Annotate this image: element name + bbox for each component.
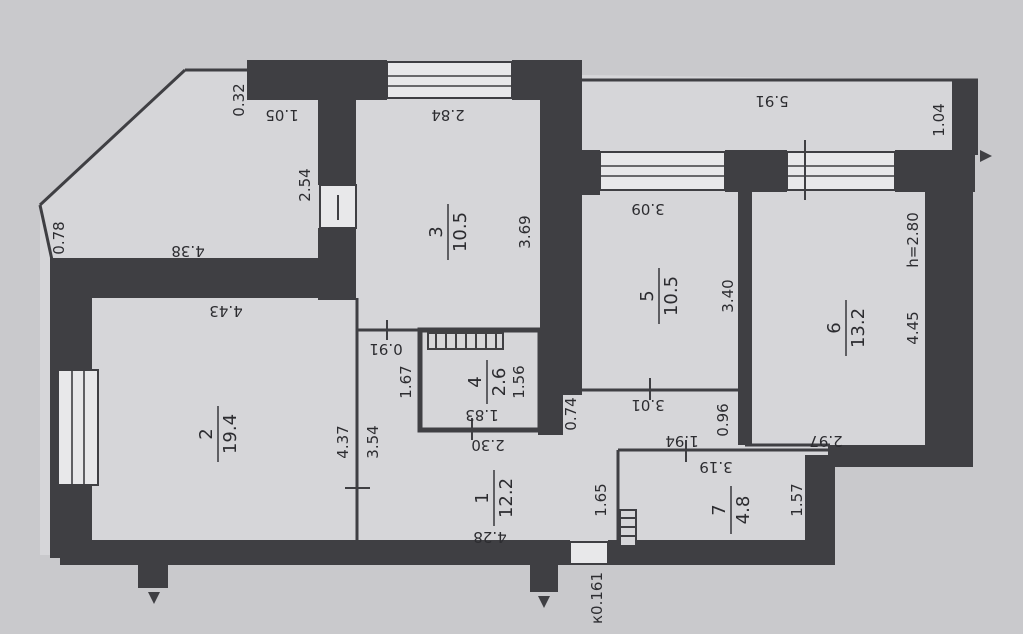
- wall-north-rooms56: [725, 150, 787, 192]
- wall-south-room6: [828, 445, 968, 467]
- window-room3: [386, 61, 513, 99]
- dim-3-19: 3.19: [699, 458, 732, 476]
- footnote-label: к0.161: [588, 572, 606, 624]
- wall-room2-north: [55, 258, 355, 298]
- dim-2-54: 2.54: [296, 168, 314, 201]
- vent-hatch-room7: [619, 509, 637, 547]
- loggia-west-edge: [38, 204, 54, 261]
- dim-3-69: 3.69: [516, 215, 534, 248]
- dim-2-30: 2.30: [471, 436, 504, 454]
- dim-1-83: 1.83: [465, 406, 498, 424]
- dim-5-91: 5.91: [755, 92, 788, 110]
- window-room6: [786, 151, 896, 191]
- dim-3-09: 3.09: [631, 200, 664, 218]
- dim-4-38: 4.38: [171, 242, 204, 260]
- wall-room3-west: [318, 95, 356, 185]
- dim-3-01: 3.01: [631, 396, 664, 414]
- dim-1-05: 1.05: [265, 106, 298, 124]
- dim-3-40: 3.40: [719, 279, 737, 312]
- wall-south-right: [608, 540, 833, 565]
- dim-0-32: 0.32: [230, 83, 248, 116]
- dim-4-37: 4.37: [334, 425, 352, 458]
- dim-4-43: 4.43: [209, 302, 242, 320]
- window-room5: [599, 151, 726, 191]
- wall-east-room6: [925, 155, 973, 467]
- wall-stub-right: [530, 560, 558, 592]
- dim-1-67: 1.67: [397, 365, 415, 398]
- room4-area: 2.6: [489, 368, 510, 397]
- window-room2: [57, 369, 99, 486]
- dim-4-45: 4.45: [904, 311, 922, 344]
- wall-north-right: [512, 60, 582, 100]
- wall-balcony-east: [952, 80, 978, 155]
- room6-number: 6: [824, 322, 845, 333]
- room1-number: 1: [472, 492, 493, 503]
- ceiling-height: h=2.80: [904, 212, 922, 267]
- dim-1-65: 1.65: [592, 483, 610, 516]
- dim-3-54: 3.54: [364, 425, 382, 458]
- room6-area: 13.2: [848, 308, 869, 348]
- room3-area: 10.5: [450, 212, 471, 252]
- dim-2-97: 2.97: [809, 432, 842, 450]
- wall-corridor-block: [538, 395, 563, 435]
- dim-0-91: 0.91: [369, 340, 402, 358]
- dim-2-84: 2.84: [431, 106, 464, 124]
- room2-area: 19.4: [220, 414, 241, 454]
- room1-area: 12.2: [496, 478, 517, 518]
- window-loggia-door: [319, 184, 357, 229]
- entry-marker-right: [538, 596, 550, 608]
- room4-outline: [417, 327, 543, 433]
- partition-room5-east: [738, 190, 752, 445]
- room3-number: 3: [426, 226, 447, 237]
- wall-north-left: [247, 60, 387, 100]
- room5-number: 5: [637, 290, 658, 301]
- dim-0-78: 0.78: [50, 221, 68, 254]
- room5-area: 10.5: [661, 276, 682, 316]
- dim-0-96: 0.96: [714, 403, 732, 436]
- dim-0-74: 0.74: [562, 397, 580, 430]
- room2-number: 2: [196, 428, 217, 439]
- entry-marker-left: [148, 592, 160, 604]
- dim-1-56: 1.56: [510, 365, 528, 398]
- entry-marker-east: [980, 150, 992, 162]
- dim-1-04: 1.04: [930, 103, 948, 136]
- wall-room3-east-join: [560, 150, 600, 195]
- vent-hatch-room4: [427, 332, 504, 350]
- room4-number: 4: [465, 376, 486, 387]
- dim-4-28: 4.28: [473, 528, 506, 546]
- wall-stub-left: [138, 560, 168, 588]
- dim-1-94: 1.94: [665, 432, 698, 450]
- room7-number: 7: [709, 504, 730, 515]
- loggia-diagonal-edge: [38, 68, 187, 207]
- dim-1-57: 1.57: [788, 483, 806, 516]
- entry-door-opening: [569, 541, 609, 565]
- room7-area: 4.8: [733, 496, 754, 525]
